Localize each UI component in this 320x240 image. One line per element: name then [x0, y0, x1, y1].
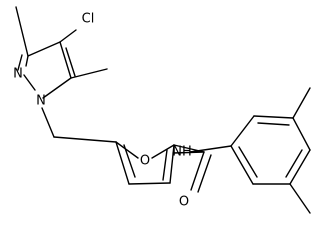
- bond-n1-n2: [23, 74, 36, 91]
- bond-c3-c4: [27, 41, 61, 57]
- bond-amide-n-aryl: [189, 145, 232, 153]
- bond-carbonyl-oxygen: [190, 151, 205, 191]
- bond-c3-methyl: [15, 6, 29, 57]
- bond-aryl-c2-c3: [253, 115, 294, 119]
- chemical-structure-diagram: Cl N N O NH O: [13, 6, 311, 214]
- bond-furan-c2-c3: [169, 144, 175, 184]
- bond-aryl-c2-c3-double: [257, 122, 290, 126]
- bond-c4-c5: [59, 41, 72, 79]
- bond-furan-c4-c5: [115, 141, 130, 185]
- bond-furan-c5-o: [115, 141, 139, 159]
- pyrazole-nitrogen-1-label: N: [36, 94, 46, 109]
- bond-n2-c3: [25, 55, 29, 67]
- bond-c5-methyl: [70, 68, 108, 79]
- bond-n1-methylene: [41, 107, 55, 138]
- bond-furan-c2-c3-double: [162, 149, 168, 181]
- bond-aryl-c3-c4: [292, 117, 311, 151]
- bond-furan-c4-c5-double: [123, 144, 136, 178]
- bond-carbonyl-oxygen-double: [197, 154, 212, 193]
- bond-aryl-c4-c5-double: [285, 149, 303, 178]
- bond-aryl-c1-c2: [230, 115, 255, 147]
- atom-labels: Cl N N O NH O: [13, 12, 192, 210]
- bond-aryl-meta-methyl-top: [292, 87, 311, 119]
- carbonyl-oxygen-label: O: [179, 195, 189, 210]
- bond-aryl-c6-c1-double: [238, 146, 258, 178]
- chlorine-atom-label: Cl: [82, 12, 95, 27]
- amide-nitrogen-label: NH: [172, 145, 192, 160]
- bond-furan-c3-c4: [128, 182, 171, 185]
- bond-furan-o-c2: [151, 144, 175, 159]
- pyrazole-nitrogen-2-label: N: [13, 67, 23, 82]
- bond-methylene-furan: [53, 136, 117, 143]
- bond-aryl-c4-c5: [289, 149, 311, 185]
- bond-lines: [15, 6, 311, 214]
- bond-c5-n1: [42, 77, 72, 99]
- bond-c4-chlorine: [59, 29, 77, 43]
- bond-aryl-meta-methyl-bottom: [289, 183, 311, 214]
- bond-carbonyl-amide-n: [172, 151, 205, 154]
- bond-aryl-c6-c1: [230, 145, 254, 185]
- bond-c4-c5-double: [65, 47, 76, 77]
- furan-oxygen-label: O: [140, 154, 150, 169]
- bond-n2-c3-double: [17, 54, 23, 71]
